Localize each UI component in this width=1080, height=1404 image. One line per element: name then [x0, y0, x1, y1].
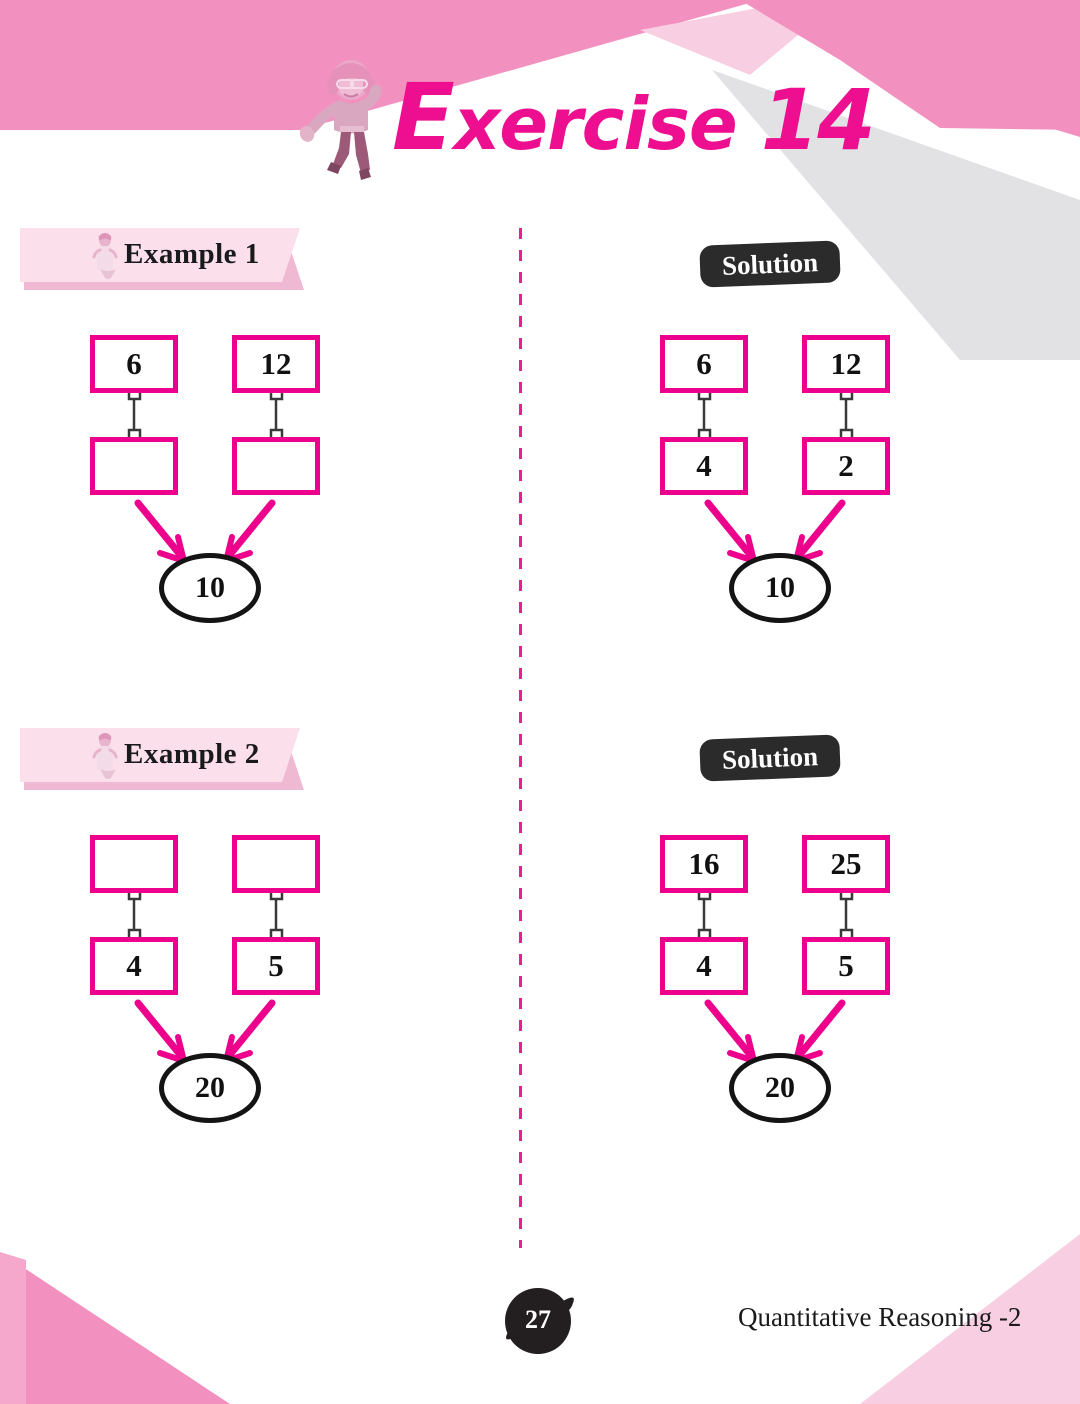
top-box-left[interactable]	[90, 835, 178, 893]
example-label-1: Example 1	[124, 238, 260, 270]
column-divider	[519, 228, 522, 1248]
top-box-right: 12	[802, 335, 890, 393]
example-banner-1: Example 1	[20, 228, 304, 290]
pencil-figure-icon	[92, 733, 118, 779]
bottom-box-right: 5	[232, 937, 320, 995]
bottom-box-right: 5	[802, 937, 890, 995]
banner-body	[20, 728, 300, 782]
top-box-right: 25	[802, 835, 890, 893]
bottom-left-pink-edge	[0, 1252, 26, 1404]
bottom-box-right[interactable]	[232, 437, 320, 495]
girl-mascot-icon	[299, 60, 382, 180]
example-diagram-2: 4 5 20	[60, 825, 360, 1123]
diagram-connectors	[697, 386, 854, 566]
result-ellipse: 10	[159, 553, 261, 623]
example-diagram-1: 6 12 10	[60, 325, 360, 623]
bottom-box-right: 2	[802, 437, 890, 495]
solution-badge-1: Solution	[699, 240, 841, 288]
diagram-connectors	[127, 386, 284, 566]
book-title: Quantitative Reasoning -2	[738, 1302, 1022, 1332]
bottom-box-left: 4	[660, 937, 748, 995]
solution-badge-2: Solution	[699, 734, 841, 782]
planet-blob-icon	[505, 1288, 574, 1354]
result-ellipse: 20	[729, 1053, 831, 1123]
bottom-box-left: 4	[660, 437, 748, 495]
example-banner-2: Example 2	[20, 728, 304, 790]
bottom-box-left: 4	[90, 937, 178, 995]
top-box-right[interactable]	[232, 835, 320, 893]
solution-diagram-1: 6 12 4 2 10	[630, 325, 930, 623]
result-ellipse: 20	[159, 1053, 261, 1123]
solution-label-1: Solution	[721, 246, 819, 281]
title-first-letter: E	[392, 64, 455, 171]
top-box-right: 12	[232, 335, 320, 393]
solution-label-2: Solution	[721, 740, 819, 775]
page-number: 27	[525, 1305, 551, 1334]
top-box-left: 16	[660, 835, 748, 893]
title-number: 14	[760, 71, 876, 169]
solution-diagram-2: 16 25 4 5 20	[630, 825, 930, 1123]
result-ellipse: 10	[729, 553, 831, 623]
top-box-left: 6	[660, 335, 748, 393]
page-header: Exercise 14	[0, 46, 1080, 180]
page-number-badge: 27	[503, 1285, 579, 1357]
example-label-2: Example 2	[124, 738, 260, 770]
bottom-left-pink-triangle	[0, 1252, 230, 1404]
title-rest: xercise	[453, 82, 738, 166]
pencil-figure-icon	[92, 233, 118, 279]
banner-body	[20, 228, 300, 282]
top-box-left: 6	[90, 335, 178, 393]
page-title: Exercise 14	[392, 72, 876, 166]
bottom-box-left[interactable]	[90, 437, 178, 495]
